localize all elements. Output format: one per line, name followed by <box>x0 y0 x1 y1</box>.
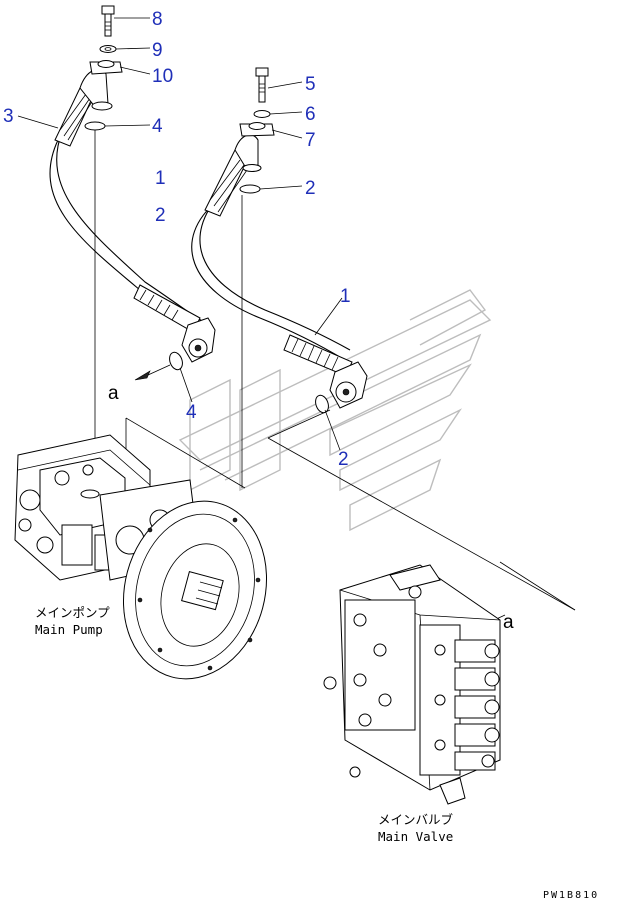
view-marker-a: a <box>503 612 514 633</box>
watermark-logo <box>178 289 492 532</box>
main-valve <box>323 564 501 805</box>
hose-1 <box>191 134 368 409</box>
callout-4: 4 <box>186 402 197 423</box>
callout-7: 7 <box>305 130 316 151</box>
washer-6 <box>253 110 271 118</box>
callout-10: 10 <box>152 66 173 87</box>
callout-9: 9 <box>152 40 163 61</box>
o-ring-4-bottom <box>169 351 183 371</box>
callout-2: 2 <box>338 449 349 470</box>
callout-4: 4 <box>152 116 163 137</box>
main-pump <box>14 434 268 680</box>
hose-3 <box>49 68 216 363</box>
callout-2: 2 <box>155 205 166 226</box>
split-flange-10 <box>89 60 123 75</box>
o-ring-4-top <box>84 121 106 131</box>
bolt-8 <box>101 5 115 37</box>
callout-6: 6 <box>305 104 316 125</box>
main-valve-label-jp: メインバルブ <box>378 812 454 827</box>
main-valve-label-en: Main Valve <box>378 829 453 844</box>
split-flange-7 <box>239 122 275 137</box>
callout-5: 5 <box>305 74 316 95</box>
callout-8: 8 <box>152 9 163 30</box>
callouts: 8 9 10 3 4 5 6 7 1 2 2 1 4 2 <box>3 9 351 470</box>
view-marker-a: a <box>108 383 119 404</box>
main-pump-label-jp: メインポンプ <box>35 605 110 620</box>
bolt-5 <box>255 67 269 103</box>
callout-3: 3 <box>3 106 14 127</box>
drawing-code: PW1B810 <box>543 890 599 901</box>
o-ring-2-bottom <box>315 394 329 414</box>
assembly-lines <box>17 17 576 629</box>
callout-2: 2 <box>305 178 316 199</box>
o-ring-2-top <box>239 184 261 194</box>
callout-1: 1 <box>340 286 351 307</box>
main-pump-label-en: Main Pump <box>35 622 103 637</box>
valve-spools <box>454 639 500 771</box>
callout-1: 1 <box>155 168 166 189</box>
washer-9 <box>99 45 117 53</box>
